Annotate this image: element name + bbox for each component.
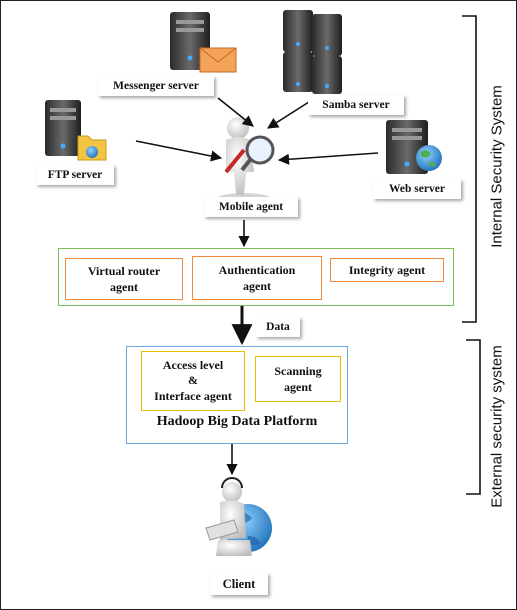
messenger-server-label: Messenger server — [98, 76, 214, 96]
access-line-1: Access level — [162, 357, 224, 372]
hadoop-platform-box — [126, 346, 348, 444]
external-security-label: External security system — [488, 345, 506, 508]
messenger-server-icon — [170, 12, 237, 73]
ftp-server-label: FTP server — [36, 165, 114, 185]
globe-icon — [416, 145, 442, 171]
authentication-agent: Authentication agent — [192, 256, 322, 300]
samba-server-label: Samba server — [308, 95, 404, 115]
authentication-line-1: Authentication — [218, 262, 296, 277]
samba-server-icon — [283, 10, 342, 94]
access-interface-agent: Access level & Interface agent — [141, 351, 245, 411]
access-line-3: Interface agent — [154, 388, 232, 403]
client-label: Client — [210, 573, 268, 595]
virtual-router-line-1: Virtual router — [87, 263, 161, 278]
access-line-2: & — [188, 373, 198, 388]
internal-security-label: Internal Security System — [488, 85, 506, 248]
virtual-router-line-2: agent — [110, 280, 138, 294]
integrity-agent: Integrity agent — [330, 258, 444, 282]
authentication-line-2: agent — [243, 279, 271, 293]
scanning-line-1: Scanning — [274, 363, 322, 378]
mobile-agent-label: Mobile agent — [204, 197, 298, 217]
envelope-icon — [199, 47, 237, 73]
data-label: Data — [256, 317, 300, 337]
virtual-router-agent: Virtual router agent — [65, 258, 183, 300]
magnifier-person-icon — [218, 117, 275, 203]
web-server-label: Web server — [373, 179, 461, 199]
platform-title: Hadoop Big Data Platform — [156, 414, 318, 429]
ftp-server-icon — [45, 100, 107, 161]
internal-security-box — [58, 248, 454, 306]
scanning-line-2: agent — [284, 380, 312, 394]
scanning-agent: Scanning agent — [255, 356, 341, 402]
folder-icon — [77, 135, 107, 161]
headset-person-icon — [205, 477, 272, 556]
web-server-icon — [386, 120, 442, 174]
